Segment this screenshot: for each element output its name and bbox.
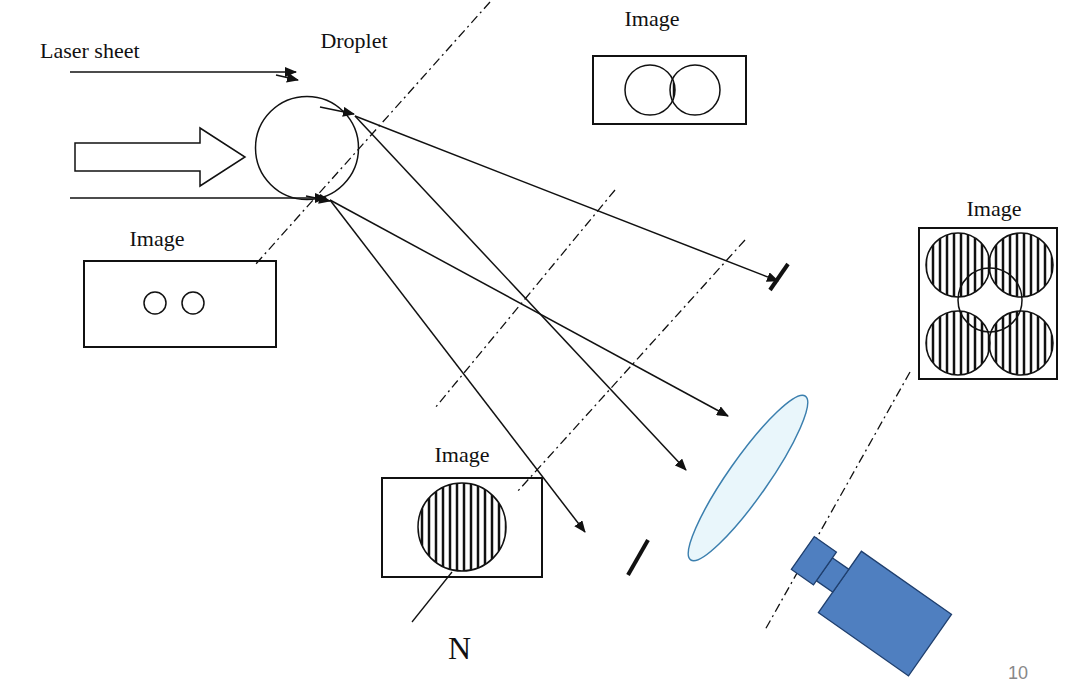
node-heading: Image (967, 198, 1022, 220)
image-box: Image (592, 55, 747, 125)
droplet: Droplet (254, 95, 360, 201)
image-plane-lines (255, 2, 910, 630)
node-heading: Image (130, 228, 185, 250)
laser-sheet (70, 72, 326, 198)
node-heading: Image (625, 8, 680, 30)
image-box: Image (381, 477, 543, 578)
image-box: Image (83, 260, 277, 348)
image-right-content (926, 233, 1053, 375)
lens (674, 385, 821, 572)
fringe-count-label: N (448, 632, 471, 664)
image-left-content (144, 292, 204, 314)
scattered-rays (276, 75, 778, 532)
node-heading: Droplet (320, 30, 387, 52)
image-top-content (625, 65, 720, 115)
image-bottom-content (412, 483, 506, 622)
camera (780, 524, 952, 675)
laser-label: Laser sheet (40, 40, 140, 62)
page-number: 10 (1008, 664, 1028, 682)
droplet-outline (254, 95, 360, 201)
node-heading: Image (435, 444, 490, 466)
image-box: Image (918, 227, 1058, 380)
